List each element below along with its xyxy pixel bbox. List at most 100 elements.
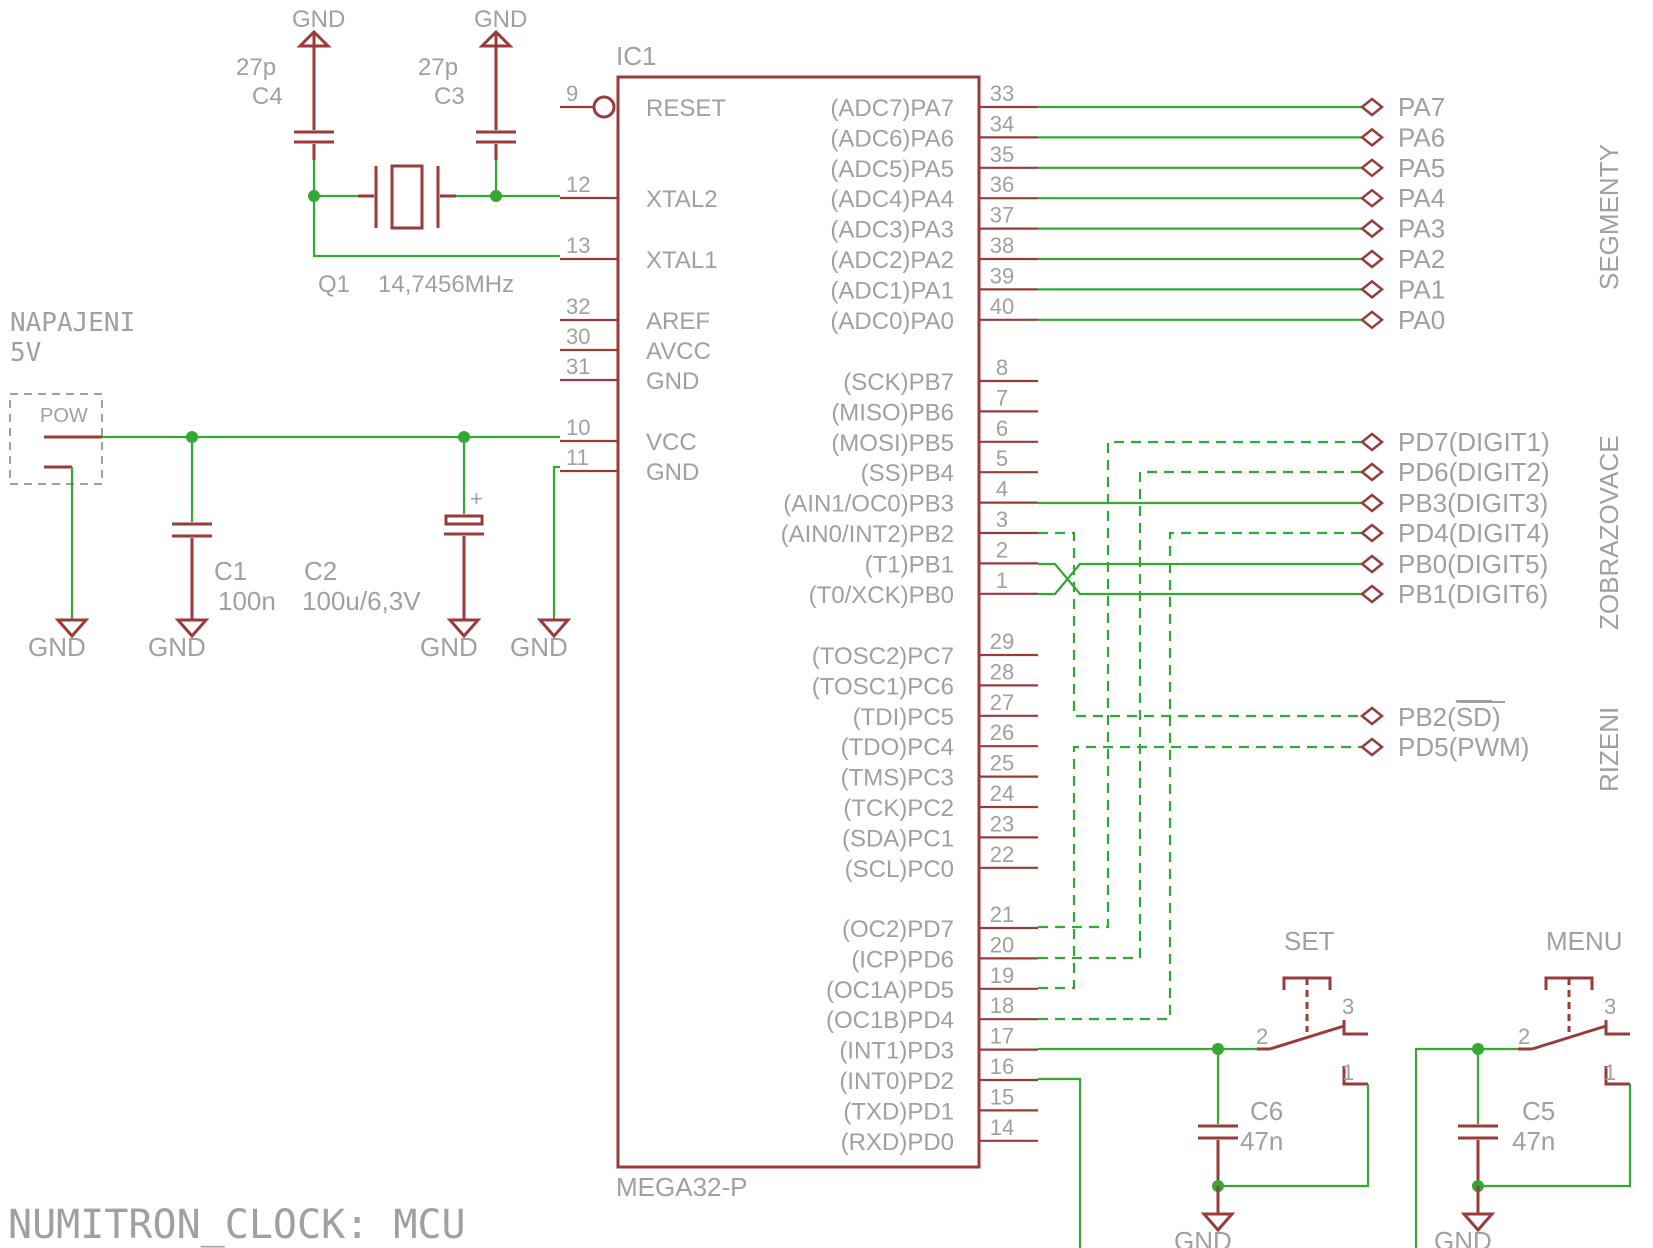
ic-pin-name: VCC <box>646 429 697 456</box>
ic-pin-number: 34 <box>990 111 1014 136</box>
ic-body <box>616 75 981 1169</box>
ic-pin-name: (TOSC1)PC6 <box>812 673 954 700</box>
ic-pin-number: 30 <box>566 324 590 349</box>
power-connector: POW <box>9 393 103 485</box>
capacitor-c2: + C2 100u/6,3V <box>302 437 484 620</box>
ic-pin-name: (TXD)PD1 <box>843 1098 954 1125</box>
ic-pin-name: GND <box>646 459 699 486</box>
port-label: PB0(DIGIT5) <box>1398 549 1548 579</box>
svg-text:2: 2 <box>1256 1024 1268 1049</box>
ic-pin-number: 15 <box>990 1084 1014 1109</box>
ic-pin-name: (TMS)PC3 <box>841 765 954 792</box>
ic-right-pins: 33(ADC7)PA734(ADC6)PA635(ADC5)PA536(ADC4… <box>781 81 1038 1156</box>
ic-pin-name: (SCL)PC0 <box>845 856 954 883</box>
group-label-segmenty: SEGMENTY <box>1594 144 1624 290</box>
port-connector-icon <box>1359 218 1385 239</box>
gnd-symbol-c4: GND <box>292 6 345 48</box>
capacitor-c6: C6 47n <box>1198 1049 1283 1186</box>
port-connector-icon <box>1359 523 1385 543</box>
c2-plus: + <box>470 486 483 511</box>
ic-pin-name: (OC1A)PD5 <box>826 977 954 1004</box>
port-label: PD7(DIGIT1) <box>1398 427 1550 457</box>
port-connector-icon <box>1359 158 1385 178</box>
port-connector-icon <box>1359 97 1385 117</box>
port-connector-icon <box>1359 279 1385 300</box>
gnd-symbol-c1: GND <box>148 618 210 662</box>
port-connector-icon <box>1359 432 1385 452</box>
ic-pin-number: 24 <box>990 781 1014 806</box>
gnd-symbol-ic: GND <box>510 618 572 662</box>
ic-pin-number: 31 <box>566 354 590 379</box>
ic-pin-number: 14 <box>990 1115 1014 1140</box>
ic-pin-number: 12 <box>566 172 590 197</box>
capacitor-c5: C5 47n <box>1458 1049 1555 1186</box>
port-label: PD6(DIGIT2) <box>1398 457 1550 487</box>
ic-pin-name: XTAL1 <box>646 247 718 274</box>
ic-pin-number: 11 <box>566 445 589 470</box>
c4-value: 27p <box>236 54 276 81</box>
capacitor-c3: 27p C3 <box>418 32 516 160</box>
ic-pin-number: 33 <box>990 81 1014 106</box>
ic-left-pins: 9RESET12XTAL213XTAL132AREF30AVCC31GND10V… <box>560 81 726 486</box>
c3-value: 27p <box>418 54 458 81</box>
ic-pin-name: RESET <box>646 95 726 122</box>
ic-pin-name: (AIN1/OC0)PB3 <box>783 491 954 518</box>
port-label: PA1 <box>1398 274 1445 304</box>
port-label-pd5: PD5(PWM) <box>1398 732 1529 762</box>
port-connector-icon <box>1359 584 1385 604</box>
c4-ref: C4 <box>252 83 283 110</box>
switch-menu-label: MENU <box>1546 926 1623 956</box>
ic-pin-name: (ADC6)PA6 <box>830 125 954 152</box>
switch-menu: MENU 2 3 1 <box>1518 926 1630 1086</box>
port-label: PA7 <box>1398 92 1445 122</box>
ic-pin-number: 35 <box>990 142 1014 167</box>
ic-pin-name: (TCK)PC2 <box>843 795 954 822</box>
c6-ref: C6 <box>1250 1096 1283 1126</box>
ic-pin-name: (INT1)PD3 <box>839 1038 954 1065</box>
svg-text:POW: POW <box>40 405 88 427</box>
crystal-q1: Q1 14,7456MHz <box>318 164 514 298</box>
ic-pin-name: (T1)PB1 <box>865 551 954 578</box>
ic-pin-name: (SCK)PB7 <box>843 369 954 396</box>
ic-pin-number: 25 <box>990 751 1014 776</box>
ic-pin-number: 32 <box>566 294 590 319</box>
schematic-title: NUMITRON_CLOCK: MCU <box>8 1202 466 1248</box>
ic-pin-name: GND <box>646 368 699 395</box>
ic-pin-name: (TDI)PC5 <box>853 704 954 731</box>
svg-text:GND: GND <box>1434 1226 1492 1248</box>
ic-pin-name: (AIN0/INT2)PB2 <box>781 521 954 548</box>
ic-pin-number: 16 <box>990 1054 1014 1079</box>
ic-pin-number: 2 <box>996 537 1008 562</box>
port-label: PB3(DIGIT3) <box>1398 488 1548 518</box>
ic-pin-number: 1 <box>996 568 1008 593</box>
ic-pin-number: 6 <box>996 416 1008 441</box>
ic-pin-name: (OC1B)PD4 <box>826 1007 954 1034</box>
ic-pin-name: AREF <box>646 308 710 335</box>
ic-pin-number: 36 <box>990 172 1014 197</box>
port-labels: PA7PA6PA5PA4PA3PA2PA1PA0PD7(DIGIT1)PD6(D… <box>1359 92 1550 757</box>
port-connector-icon <box>1359 127 1385 148</box>
group-label-zobrazovace: ZOBRAZOVACE <box>1594 435 1624 630</box>
port-connector-icon <box>1359 188 1385 208</box>
port-label: PA4 <box>1398 183 1445 213</box>
c6-value: 47n <box>1240 1126 1283 1156</box>
capacitor-c4: 27p C4 <box>236 32 334 160</box>
port-label: PA3 <box>1398 214 1445 244</box>
port-label: PB1(DIGIT6) <box>1398 579 1548 609</box>
c3-ref: C3 <box>434 83 465 110</box>
ic-pin-name: (MOSI)PB5 <box>831 430 954 457</box>
ic-pin-name: XTAL2 <box>646 186 718 213</box>
gnd-symbol-c2: GND <box>420 618 482 662</box>
c2-value: 100u/6,3V <box>302 586 421 616</box>
ic-pin-number: 4 <box>996 477 1008 502</box>
ic-pin-number: 18 <box>990 993 1014 1018</box>
ic-pin-number: 26 <box>990 720 1014 745</box>
ic-pin-number: 19 <box>990 963 1014 988</box>
port-label: PA2 <box>1398 244 1445 274</box>
ic-pin-name: (TOSC2)PC7 <box>812 643 954 670</box>
ic-pin-name: (RXD)PD0 <box>841 1129 954 1156</box>
ic-pin-name: (INT0)PD2 <box>839 1068 954 1095</box>
ic-ref: IC1 <box>616 41 656 71</box>
port-connector-icon <box>1359 462 1385 482</box>
